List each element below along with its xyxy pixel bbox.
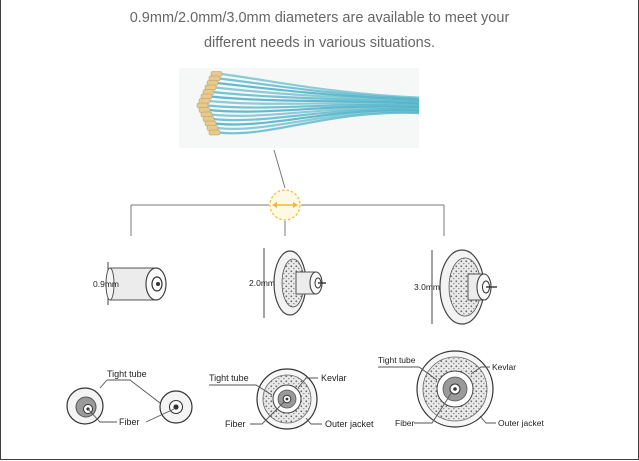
cable-2.0mm-illustration: 2.0mm <box>249 248 326 318</box>
label-kevlar-3.0: Kevlar <box>492 362 516 372</box>
label-fiber-0.9: Fiber <box>119 417 140 427</box>
cross-section-2.0mm: Tight tube Kevlar Fiber Outer jacket <box>209 368 374 430</box>
size-label-0.9mm: 0.9mm <box>93 279 119 289</box>
fiber-cable-photo <box>179 68 419 148</box>
cross-section-0.9mm: Tight tube Fiber <box>66 369 193 427</box>
label-outer-jacket-2.0: Outer jacket <box>325 419 374 429</box>
label-tight-tube-2.0: Tight tube <box>209 373 249 383</box>
intro-line-1: 0.9mm/2.0mm/3.0mm diameters are availabl… <box>129 10 510 26</box>
cable-0.9mm-illustration: 0.9mm <box>93 262 167 305</box>
label-tight-tube-0.9: Tight tube <box>107 369 147 379</box>
label-outer-jacket-3.0: Outer jacket <box>498 418 544 428</box>
cable-3.0mm-illustration: 3.0mm <box>414 249 497 325</box>
tree-connector-lines <box>130 149 445 236</box>
cross-section-3.0mm: Tight tube Kevlar Fiber Outer jacket <box>378 350 544 428</box>
label-kevlar-2.0: Kevlar <box>321 373 347 383</box>
label-fiber-3.0: Fiber <box>395 418 415 428</box>
size-label-2.0mm: 2.0mm <box>249 278 275 288</box>
label-fiber-2.0: Fiber <box>225 419 246 429</box>
magnifier-icon <box>269 189 301 221</box>
size-label-3.0mm: 3.0mm <box>414 282 440 292</box>
intro-line-2: different needs in various situations. <box>203 35 436 51</box>
label-tight-tube-3.0: Tight tube <box>378 355 416 365</box>
